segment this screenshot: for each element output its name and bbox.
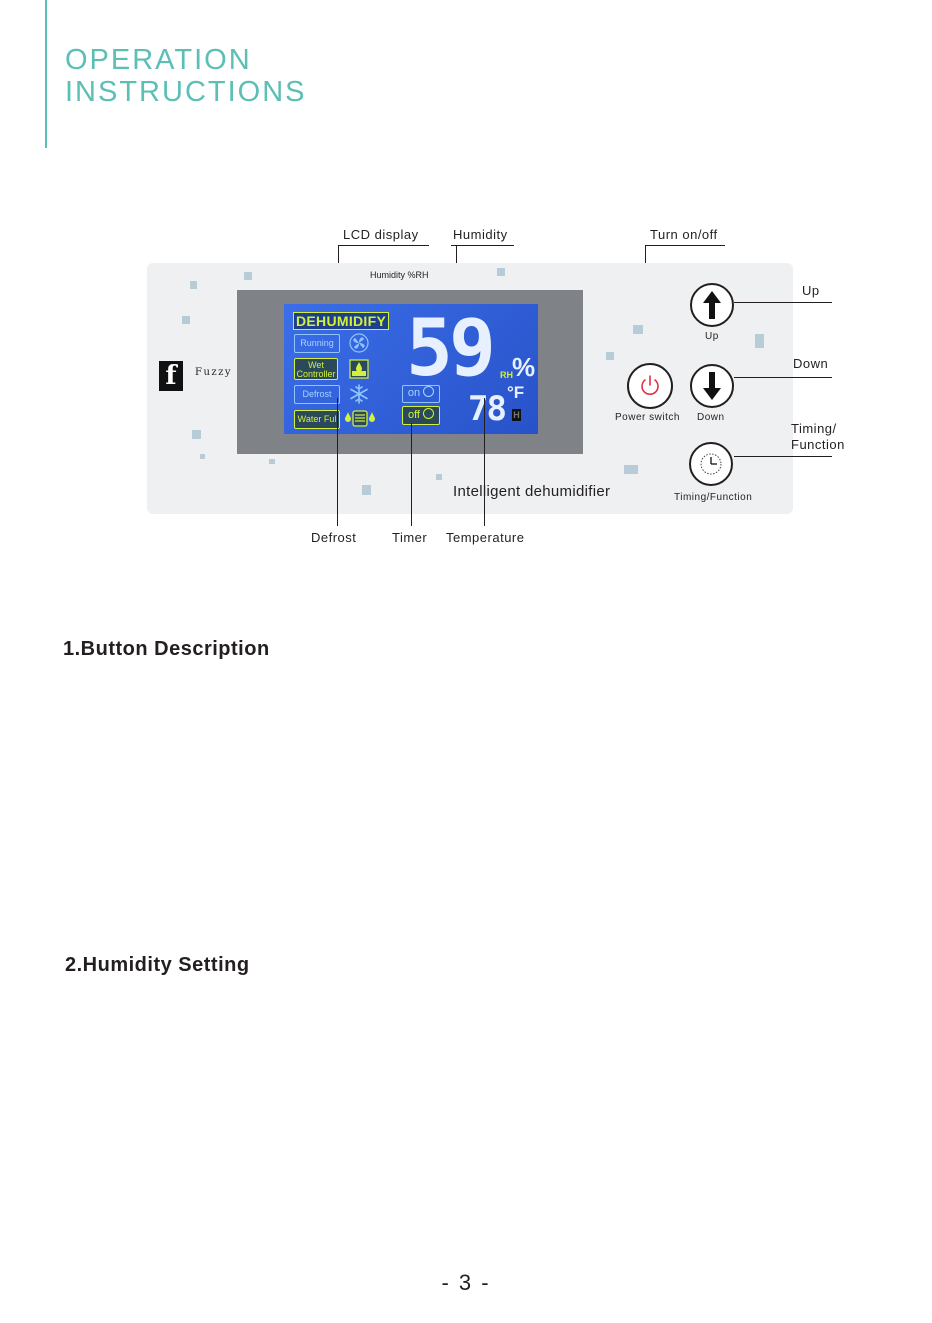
brand-logo: f xyxy=(159,361,183,391)
decor-square xyxy=(190,281,197,289)
timing-function-button[interactable] xyxy=(689,442,733,486)
page-number: - 3 - xyxy=(441,1270,491,1295)
lcd-water-full-indicator: Water Ful xyxy=(294,410,340,429)
accent-bar xyxy=(45,0,47,148)
leader-line xyxy=(337,398,338,526)
leader-line xyxy=(734,377,832,378)
lcd-humidity-unit: % xyxy=(512,352,536,382)
down-button-label: Down xyxy=(697,412,725,423)
callout-up: Up xyxy=(802,283,820,298)
power-icon xyxy=(641,375,659,395)
wet-line-1: Wet xyxy=(308,360,324,370)
power-button[interactable] xyxy=(627,363,673,409)
snowflake-icon xyxy=(350,384,368,404)
lcd-humidity-value: 59 xyxy=(406,304,496,394)
fan-icon xyxy=(349,333,369,353)
section-humidity-setting: 2.Humidity Setting xyxy=(65,954,250,976)
heading-line-2: INSTRUCTIONS xyxy=(65,76,307,108)
product-name: Intelligent dehumidifier xyxy=(453,483,611,500)
callout-lcd-display: LCD display xyxy=(343,227,419,242)
decor-square xyxy=(200,454,205,459)
decor-square xyxy=(606,352,614,360)
lcd-mode-label: DEHUMIDIFY xyxy=(293,312,390,330)
decor-square xyxy=(269,459,275,464)
section-button-description: 1.Button Description xyxy=(63,638,270,660)
heading-line-1: OPERATION xyxy=(65,44,252,76)
wet-line-2: Controller xyxy=(296,369,336,379)
leader-line xyxy=(734,456,832,457)
decor-square xyxy=(497,268,505,276)
leader-line xyxy=(734,302,832,303)
up-button[interactable] xyxy=(690,283,734,327)
clock-icon xyxy=(700,453,722,475)
down-button[interactable] xyxy=(690,364,734,408)
clock-icon xyxy=(423,408,435,419)
decor-square xyxy=(436,474,442,480)
callout-defrost: Defrost xyxy=(311,530,357,545)
callout-humidity: Humidity xyxy=(453,227,508,242)
lcd-indicator-h: H xyxy=(512,409,521,421)
callout-temperature: Temperature xyxy=(446,530,525,545)
lcd-timer-off: off xyxy=(402,406,440,425)
page-heading: OPERATION INSTRUCTIONS xyxy=(65,44,307,108)
decor-square xyxy=(633,325,643,334)
water-tank-icon xyxy=(345,410,375,427)
decor-square xyxy=(192,430,201,439)
callout-timing-line-1: Timing/ xyxy=(791,421,837,436)
lcd-running-indicator: Running xyxy=(294,334,340,353)
callout-timer: Timer xyxy=(392,530,428,545)
decor-square xyxy=(362,485,371,495)
callout-down: Down xyxy=(793,356,829,371)
decor-square xyxy=(624,465,638,474)
wet-controller-icon xyxy=(349,359,369,379)
arrow-down-icon xyxy=(703,372,721,400)
timer-on-label: on xyxy=(407,387,421,399)
leader-line xyxy=(451,245,514,246)
callout-timing-function: Timing/ Function xyxy=(791,421,845,453)
lcd-temperature-value: 78 xyxy=(468,389,507,429)
decor-square xyxy=(244,272,252,280)
callout-timing-line-2: Function xyxy=(791,437,845,452)
decor-square xyxy=(182,316,190,324)
decor-square xyxy=(755,334,764,348)
clock-icon xyxy=(423,386,435,397)
callout-turn-on-off: Turn on/off xyxy=(650,227,718,242)
humidity-caption: Humidity %RH xyxy=(370,270,429,280)
lcd-defrost-indicator: Defrost xyxy=(294,385,340,404)
lcd-humidity-unit-small: RH xyxy=(500,370,513,380)
leader-line xyxy=(645,245,725,246)
brand-name: Fuzzy xyxy=(195,367,233,378)
lcd-wet-controller-indicator: Wet Controller xyxy=(294,358,338,380)
timing-function-button-label: Timing/Function xyxy=(674,492,753,503)
up-button-label: Up xyxy=(705,331,719,342)
arrow-up-icon xyxy=(703,291,721,319)
leader-line xyxy=(411,423,412,526)
leader-line xyxy=(484,398,485,526)
lcd-temperature-unit: °F xyxy=(507,383,525,402)
power-button-label: Power switch xyxy=(615,412,680,423)
lcd-timer-on: on xyxy=(402,385,440,403)
leader-line xyxy=(338,245,429,246)
timer-off-label: off xyxy=(407,409,420,421)
